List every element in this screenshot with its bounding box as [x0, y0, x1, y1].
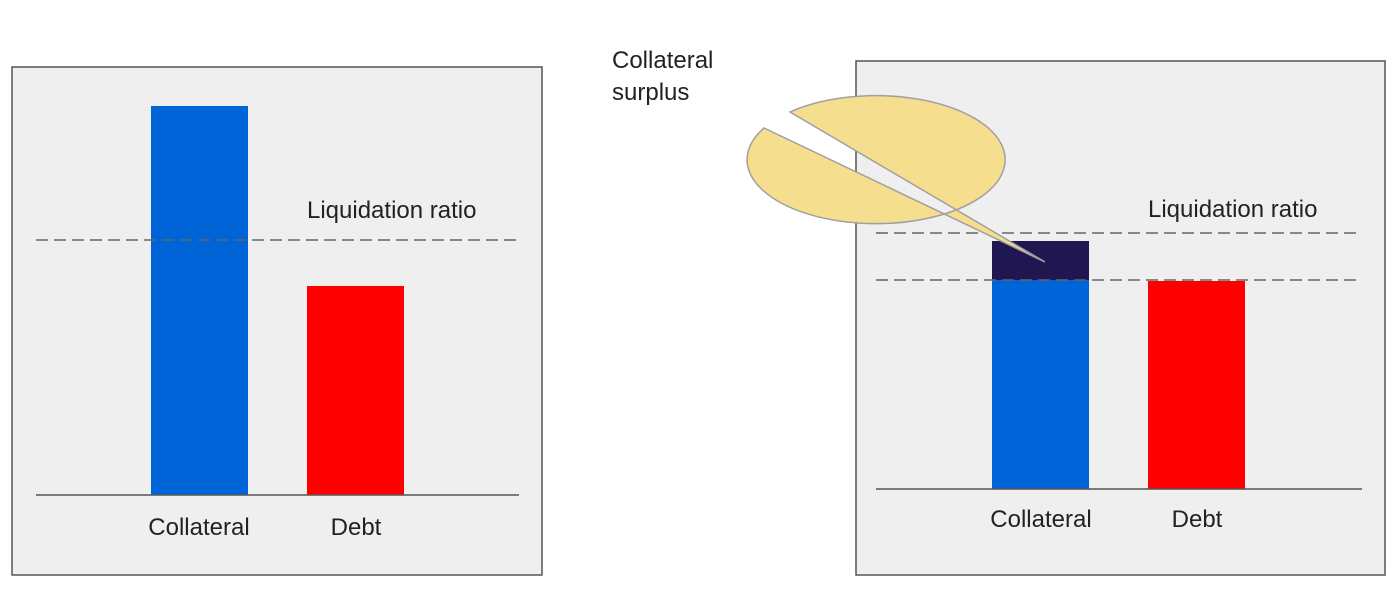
left-panel-frame [11, 66, 543, 576]
right-liquidation-label: Liquidation ratio [1148, 196, 1317, 223]
left-debt-bar [307, 286, 404, 495]
right-debt-label: Debt [1172, 506, 1223, 533]
callout-line-1: Collateral [612, 47, 713, 74]
left-liquidation-label: Liquidation ratio [307, 197, 476, 224]
left-collateral-label: Collateral [148, 514, 249, 541]
left-collateral-bar [151, 106, 248, 495]
callout-line-2: surplus [612, 79, 689, 106]
left-panel: Liquidation ratio Collateral Debt [11, 66, 543, 576]
collateral-surplus-callout: Collateral surplus [612, 47, 1046, 263]
right-collateral-label: Collateral [990, 506, 1091, 533]
right-collateral-bar [992, 280, 1089, 489]
callout-bubble [746, 94, 1046, 263]
right-debt-bar [1148, 281, 1245, 489]
left-debt-label: Debt [331, 514, 382, 541]
